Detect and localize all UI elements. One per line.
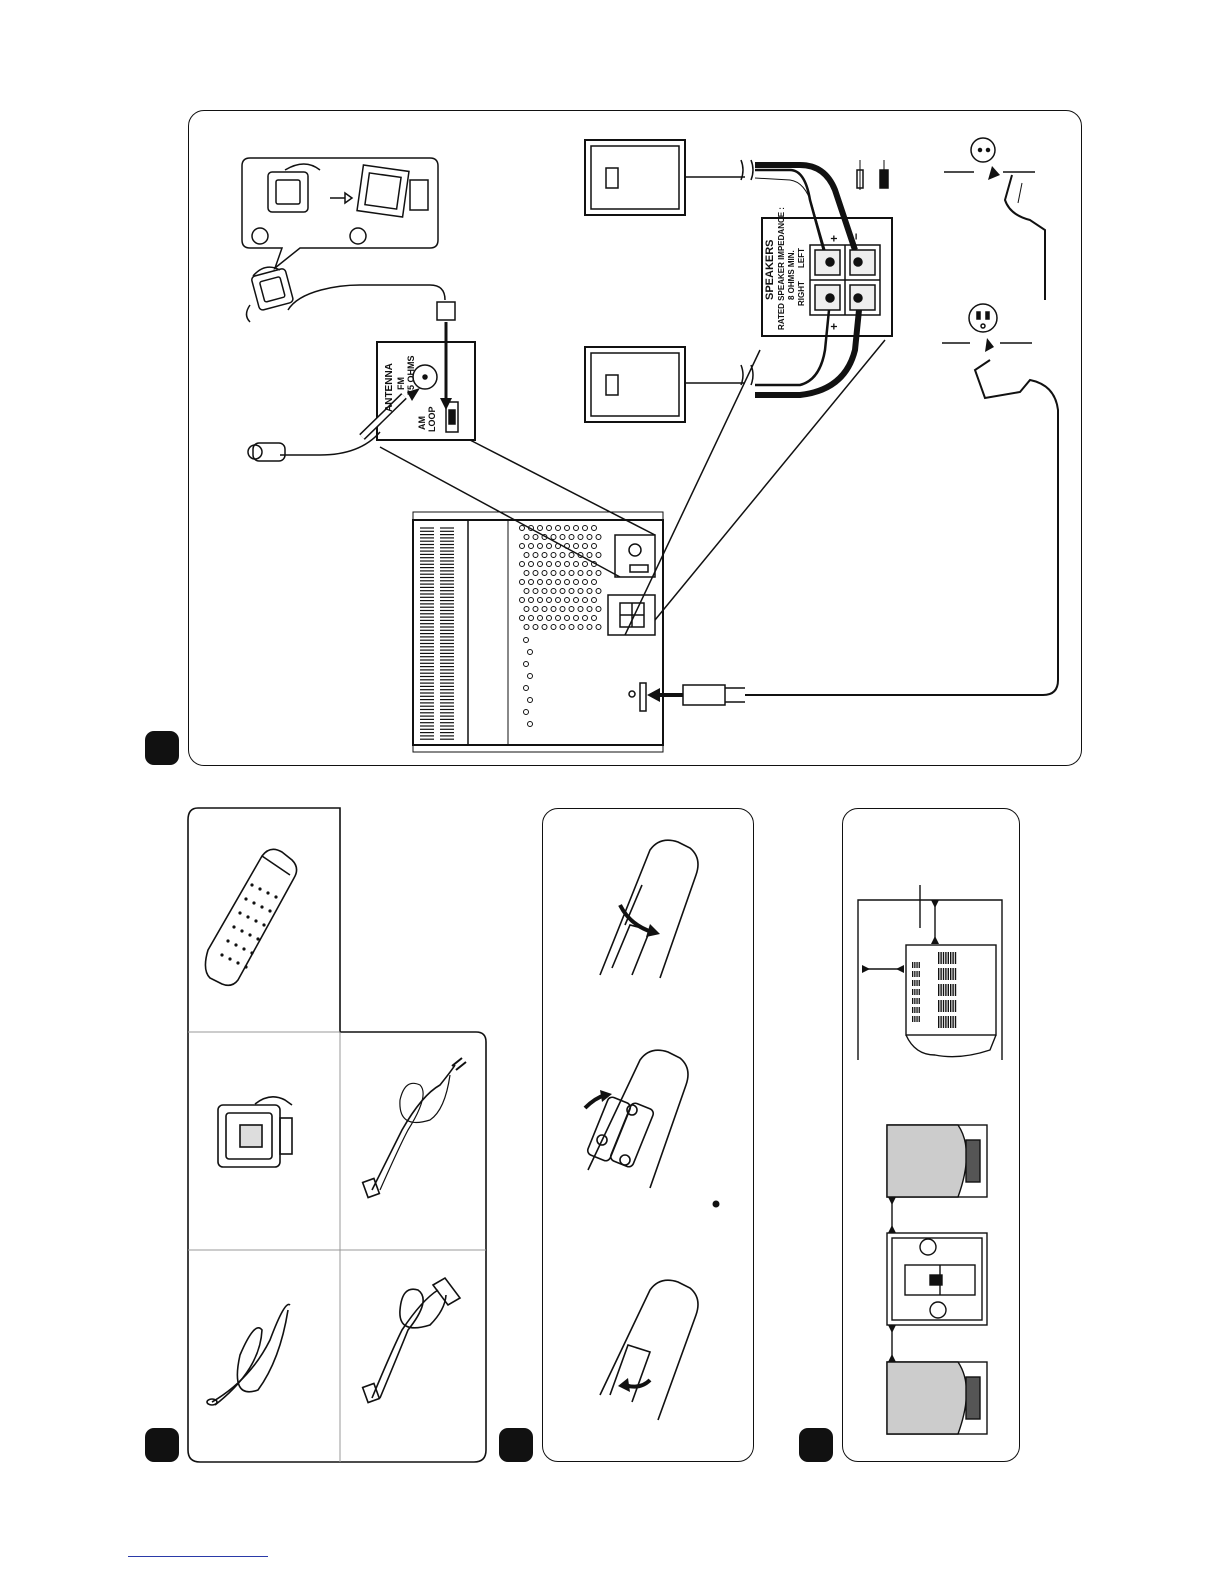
main-unit-front: [887, 1233, 987, 1325]
speaker-front-left: [887, 1362, 987, 1434]
speaker-front-right: [887, 1125, 987, 1197]
footer-link-underline[interactable]: [128, 1556, 268, 1557]
